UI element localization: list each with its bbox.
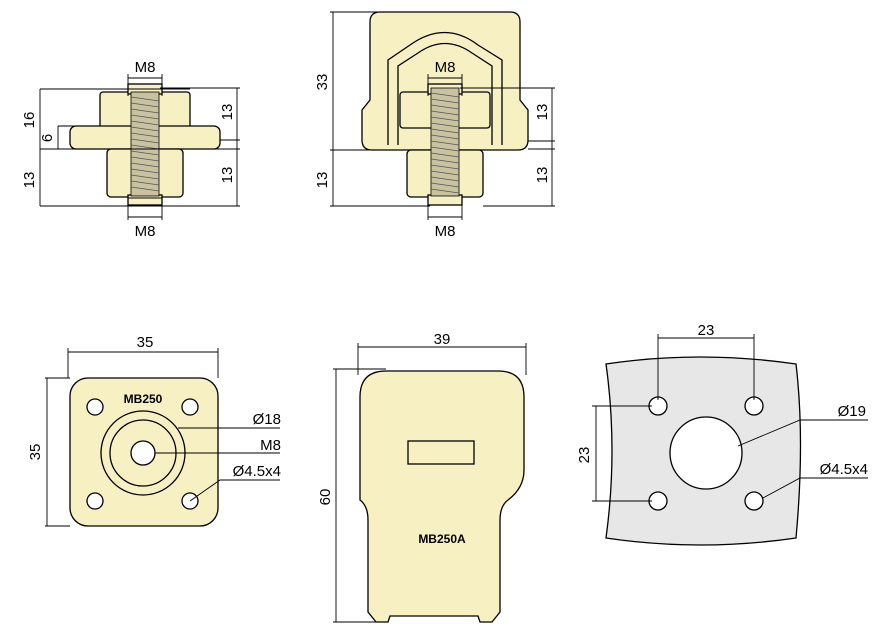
mb250-top-width-label: 35 bbox=[137, 334, 154, 351]
mb250a-side-thread-pattern bbox=[430, 92, 460, 194]
mounting-plate-diameter-label: Ø19 bbox=[838, 403, 866, 420]
mb250a-side-dim-13-lower-right: 13 bbox=[534, 167, 551, 184]
mounting-plate-dim-lines bbox=[592, 334, 868, 502]
mb250-top-dim-lines bbox=[45, 348, 280, 527]
mb250a-top-width-label: 39 bbox=[434, 331, 451, 348]
mb250a-top-model-label: MB250A bbox=[418, 532, 466, 546]
mb250-top-diameter-label: Ø18 bbox=[253, 411, 281, 428]
mb250-side-dim-13-lower-left: 13 bbox=[21, 172, 38, 189]
mb250-top-hole-bl bbox=[86, 492, 104, 510]
mounting-plate-holes-label: Ø4.5x4 bbox=[820, 461, 868, 478]
mb250a-side-inner-arch-2 bbox=[397, 42, 493, 145]
mb250-side-dim-16: 16 bbox=[21, 112, 38, 129]
mb250a-side-view: 33 M8 M8 13 13 13 bbox=[314, 11, 555, 240]
mb250-side-dim-lines bbox=[39, 74, 240, 220]
mb250-side-thread-rod bbox=[130, 91, 160, 197]
mb250-side-dim-13-lower-right: 13 bbox=[219, 167, 236, 184]
mb250a-side-dim-lines bbox=[330, 11, 555, 220]
mb250-side-bottom-thread-label: M8 bbox=[135, 223, 156, 240]
mb250-side-dim-6: 6 bbox=[39, 134, 56, 142]
mb250-top-model-label: MB250 bbox=[124, 392, 163, 406]
mb250-top-hole-tl bbox=[86, 398, 104, 416]
mb250-top-view: MB250 35 35 Ø18 M8 Ø4.5x4 bbox=[27, 334, 281, 527]
mb250-side-dim-13-upper-right: 13 bbox=[219, 104, 236, 121]
mb250-top-thread-label: M8 bbox=[260, 437, 281, 454]
mb250-side-view: M8 M8 16 6 13 13 13 bbox=[21, 59, 240, 240]
mb250-side-top-thread-label: M8 bbox=[135, 59, 156, 76]
mb250-top-center-hole bbox=[130, 440, 156, 466]
mb250-top-height-label: 35 bbox=[27, 444, 44, 461]
mb250a-side-top-thread-label: M8 bbox=[435, 59, 456, 76]
mb250a-side-dim-13-upper-right: 13 bbox=[534, 104, 551, 121]
mb250a-side-inner-arch bbox=[387, 32, 503, 145]
mounting-plate-spacing-y-label: 23 bbox=[576, 447, 593, 464]
mounting-plate-spacing-x-label: 23 bbox=[698, 322, 715, 339]
mb250a-top-dim-lines bbox=[333, 343, 527, 623]
mb250a-side-lower-nut bbox=[427, 194, 463, 206]
mb250a-top-body bbox=[359, 370, 525, 623]
mb250-side-lower-nut bbox=[127, 194, 163, 206]
mb250a-side-dim-13-lower-left: 13 bbox=[314, 172, 331, 189]
mb250-side-thread-pattern bbox=[130, 96, 160, 192]
mb250a-top-slot bbox=[407, 440, 475, 465]
mb250a-side-dim-33: 33 bbox=[314, 74, 331, 91]
mb250a-top-view: 39 60 MB250A bbox=[317, 331, 527, 623]
mb250-top-hole-tr bbox=[181, 398, 199, 416]
mb250a-top-height-label: 60 bbox=[317, 489, 334, 506]
mb250a-side-bottom-thread-label: M8 bbox=[435, 223, 456, 240]
mb250-top-holes-label: Ø4.5x4 bbox=[233, 463, 281, 480]
mounting-plate-center-hole bbox=[669, 416, 743, 490]
mounting-plate-view: 23 23 Ø19 Ø4.5x4 bbox=[576, 322, 868, 546]
mounting-plate-hole-br bbox=[744, 491, 764, 511]
